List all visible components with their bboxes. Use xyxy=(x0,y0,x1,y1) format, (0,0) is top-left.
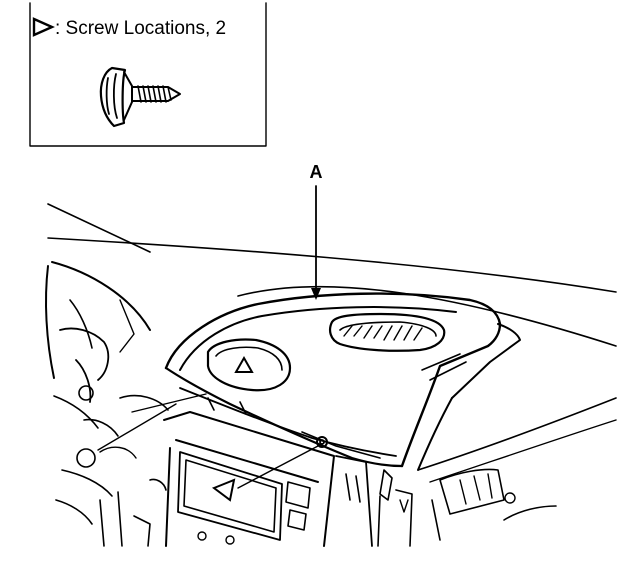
screw-location-triangle-icon xyxy=(32,17,55,37)
callout-a-arrowhead xyxy=(311,288,321,300)
legend-box: : Screw Locations, 2 xyxy=(29,2,267,147)
right-bracket xyxy=(335,455,557,547)
legend-frame xyxy=(29,2,267,147)
center-console xyxy=(133,411,335,547)
dashboard-outline xyxy=(47,203,617,483)
callout-a: A xyxy=(310,162,323,300)
legend-text: : Screw Locations, 2 xyxy=(55,18,226,39)
screw-point xyxy=(316,436,328,448)
screw-location-marker-icon xyxy=(211,478,236,502)
hazard-triangle-icon xyxy=(234,355,254,373)
callout-a-label: A xyxy=(310,162,323,182)
audio-display xyxy=(177,451,283,541)
dashboard-upper-cover xyxy=(164,292,521,471)
screw-icon xyxy=(99,66,181,128)
screw-leaders xyxy=(97,393,319,502)
steering-area xyxy=(45,261,169,547)
